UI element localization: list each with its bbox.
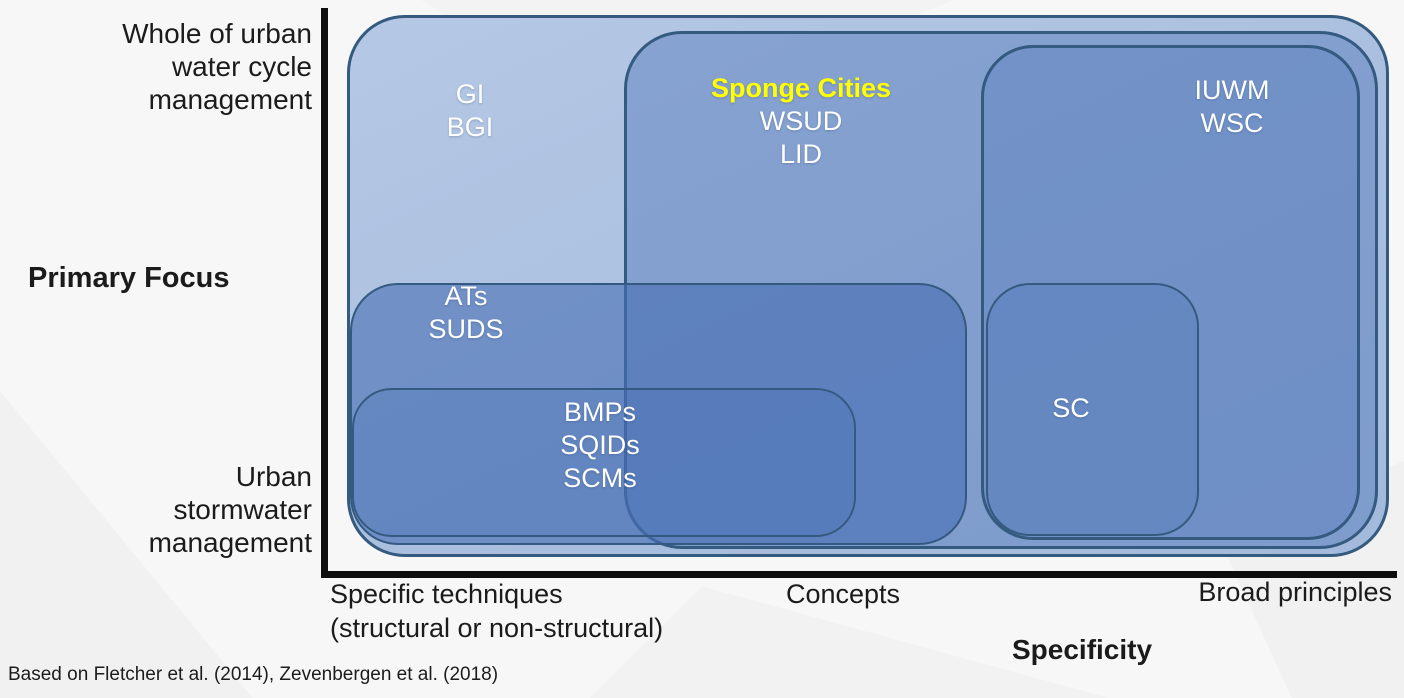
box-label-line: IUWM (1194, 75, 1270, 105)
y-axis-label-whole-urban-water-cycle: Whole of urban water cycle management (0, 17, 312, 116)
sponge-cities-highlight-label: Sponge Cities (710, 73, 892, 103)
axis-label-line: stormwater (173, 494, 312, 525)
box-label-line: WSUD (759, 106, 843, 136)
box-label-line: ATs (444, 281, 488, 311)
box-sc (986, 283, 1199, 536)
x-axis-label-concepts: Concepts (785, 579, 901, 609)
axis-label-line: management (148, 84, 312, 115)
box-label-iuwm-wsc: IUWM WSC (1195, 74, 1270, 140)
box-label-bmps-sqids-scms: BMPs SQIDs SCMs (560, 396, 640, 495)
axis-label-line: (structural or non-structural) (330, 613, 664, 643)
axis-label-line: Urban (235, 461, 312, 492)
box-ats-suds (350, 283, 967, 545)
box-label-line: SQIDs (560, 430, 640, 460)
box-label-line: GI (455, 79, 485, 109)
citation-text: Based on Fletcher et al. (2014), Zevenbe… (8, 664, 499, 685)
box-label-line: BMPs (563, 397, 637, 427)
x-axis-label-broad-principles: Broad principles (1198, 577, 1392, 607)
axis-label-line: management (148, 527, 312, 558)
box-label-ats-suds: ATs SUDS (428, 280, 503, 346)
axis-label-line: Specific techniques (330, 579, 563, 609)
box-label-sc: SC (1052, 392, 1090, 425)
box-label-line: SCMs (563, 463, 637, 493)
box-label-line: SUDS (428, 314, 504, 344)
x-axis-title-specificity: Specificity (1012, 634, 1153, 665)
box-label-line: BGI (446, 112, 494, 142)
axis-label-line: Whole of urban (122, 18, 312, 49)
box-label-line: WSC (1200, 108, 1264, 138)
box-label-line: LID (779, 139, 823, 169)
box-label-line: SC (1052, 393, 1090, 423)
box-label-gi-bgi: GI BGI (447, 78, 494, 144)
box-label-sponge-wsud-lid: Sponge Cities WSUD LID (711, 72, 891, 171)
x-axis-label-specific-techniques: Specific techniques (structural or non-s… (330, 577, 663, 645)
axis-label-line: water cycle (171, 51, 312, 82)
y-axis-line (321, 8, 328, 578)
y-axis-title-primary-focus: Primary Focus (28, 262, 230, 294)
x-axis-line (321, 571, 1397, 578)
box-bmps-sqids-scms (352, 388, 856, 537)
y-axis-label-urban-stormwater: Urban stormwater management (0, 460, 312, 559)
